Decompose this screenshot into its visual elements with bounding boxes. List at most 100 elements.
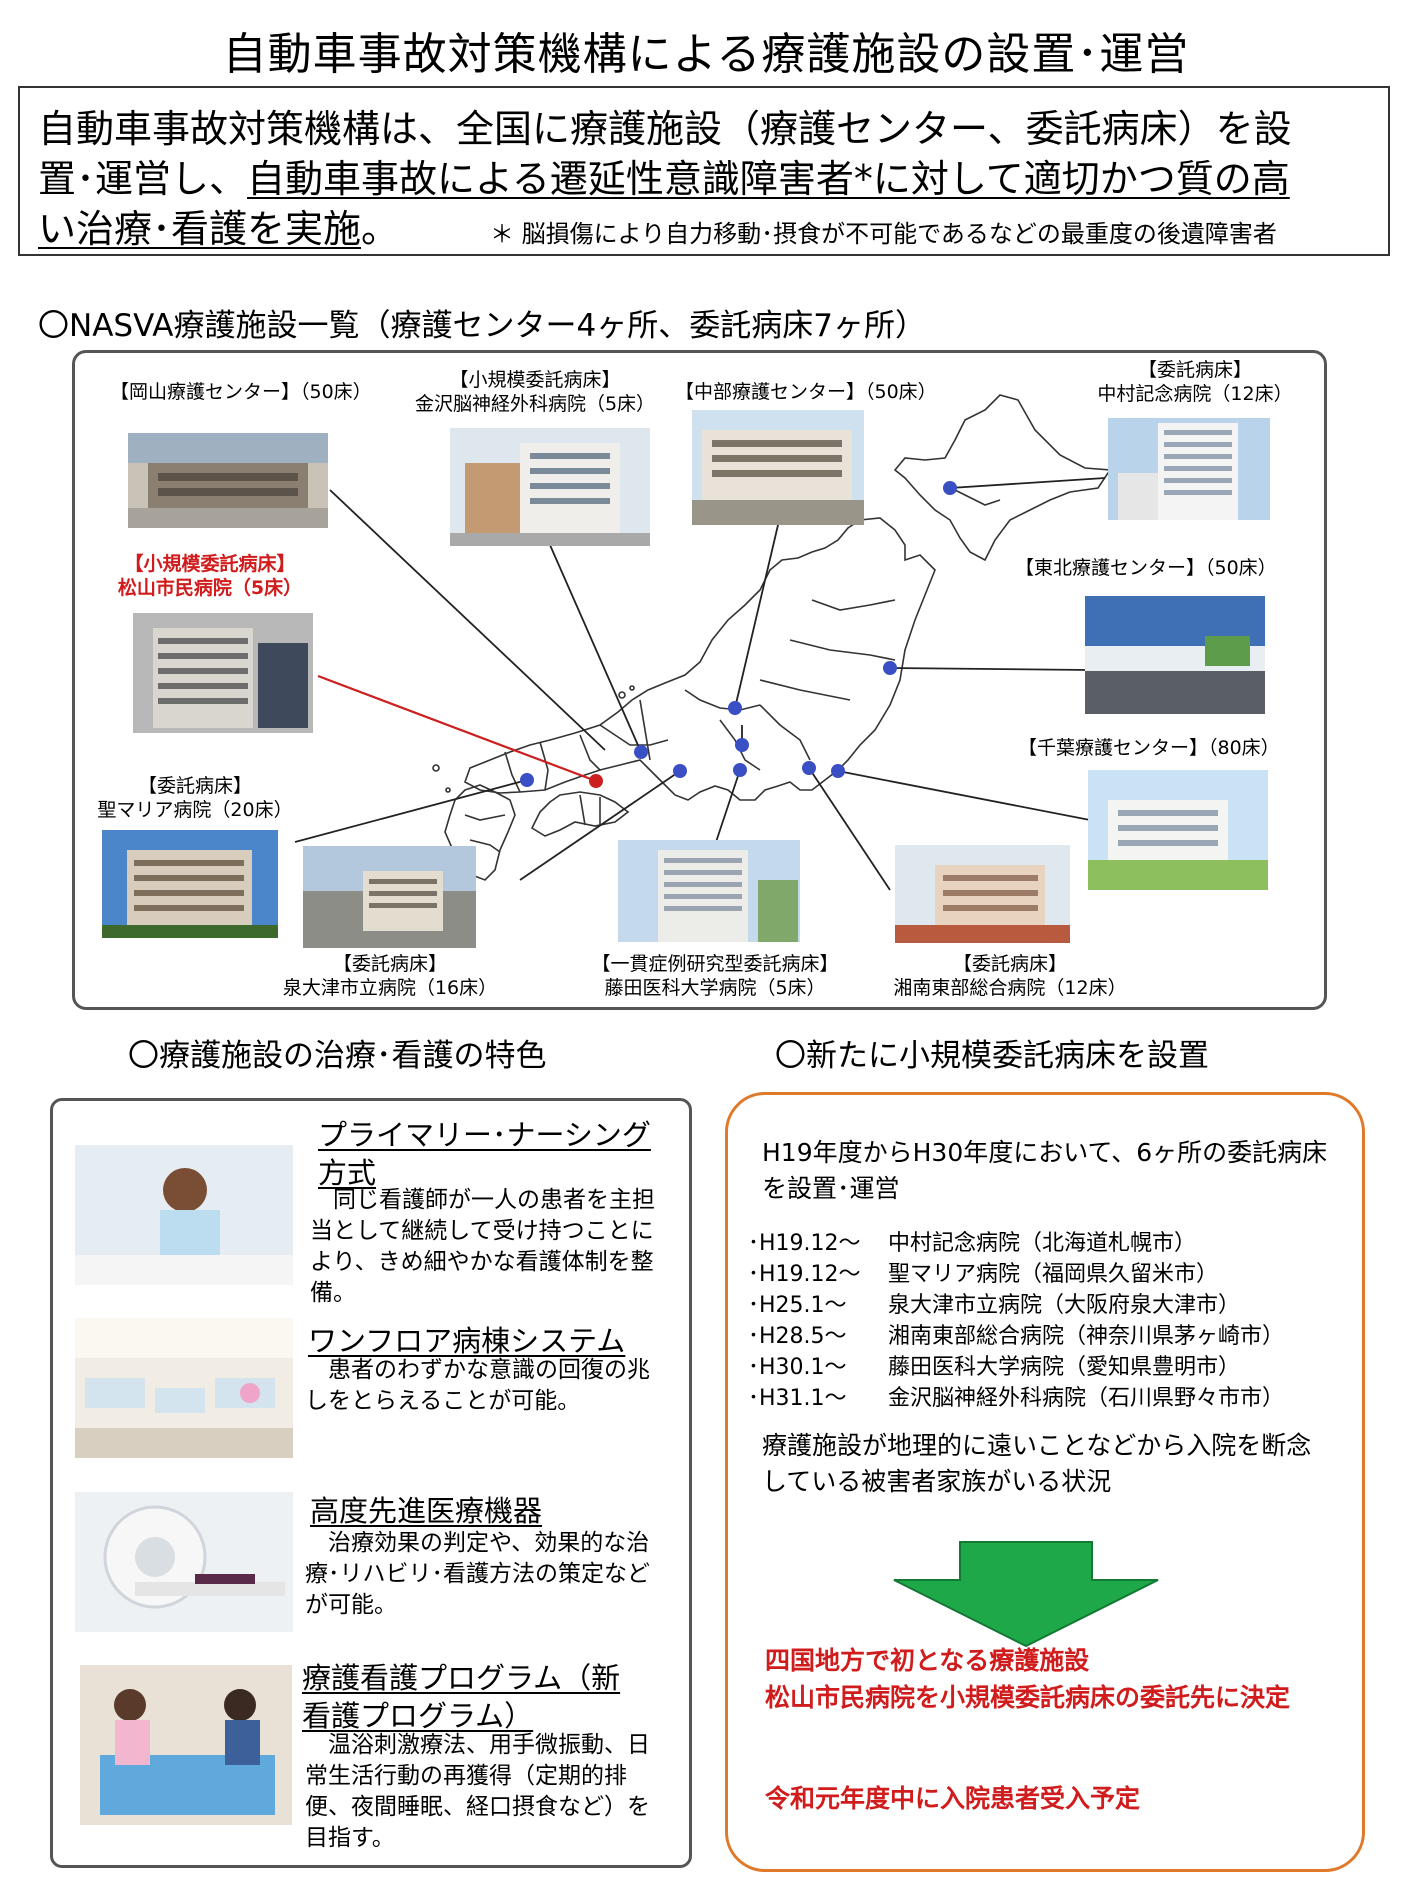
photo-advanced-equipment — [75, 1492, 293, 1632]
label-izumiotsu-name: 泉大津市立病院（16床） — [282, 977, 498, 999]
label-kanazawa-name: 金沢脳神経外科病院（5床） — [414, 393, 656, 415]
photo-matsuyama-hospital — [133, 613, 313, 733]
summary-line-1: 自動車事故対策機構は、全国に療護施設（療護センター、委託病床）を設 — [38, 107, 1292, 151]
list-item-name: 藤田医科大学病院（愛知県豊明市） — [888, 1355, 1241, 1380]
label-seimaria: 【委託病床】 聖マリア病院（20床） — [95, 774, 295, 822]
photo-okayama-center — [128, 433, 328, 528]
feature-3-heading: 高度先進医療機器 — [310, 1494, 543, 1528]
feature-1-heading-2: 方式 — [318, 1156, 377, 1190]
marker-izumiotsu — [673, 764, 687, 778]
marker-chiba — [831, 764, 845, 778]
photo-chubu-center — [692, 410, 864, 525]
japan-map — [294, 394, 1112, 891]
feature-3-text: 治療効果の判定や、効果的な治療･リハビリ･看護方法の策定などが可能。 — [305, 1530, 650, 1618]
new-beds-list: ･H19.12～ 中村記念病院（北海道札幌市） ･H19.12～ 聖マリア病院（福岡… — [748, 1228, 1284, 1414]
features-box — [50, 1098, 692, 1868]
feature-1-heading-1: プライマリー･ナーシング — [318, 1118, 651, 1152]
label-seimaria-name: 聖マリア病院（20床） — [97, 799, 293, 821]
photo-tohoku-center — [1085, 596, 1265, 714]
marker-chubu — [735, 738, 749, 752]
new-beds-plan: 令和元年度中に入院患者受入予定 — [765, 1784, 1141, 1813]
photo-izumiotsu-hospital — [303, 846, 476, 948]
feature-1-text: 同じ看護師が一人の患者を主担当として継続して受け持つことにより、きめ細やかな看護… — [310, 1187, 655, 1306]
summary-line-3-end: 。 — [361, 207, 400, 251]
label-chubu: 【中部療護センター】（50床） — [675, 381, 937, 403]
label-shonan-name: 湘南東部総合病院（12床） — [893, 977, 1127, 999]
list-item-name: 聖マリア病院（福岡県久留米市） — [888, 1262, 1219, 1287]
label-fujita: 【一貫症例研究型委託病床】 藤田医科大学病院（5床） — [565, 952, 865, 1000]
marker-kanazawa — [728, 701, 742, 715]
label-tohoku: 【東北療護センター】（50床） — [1015, 557, 1277, 579]
new-beds-box — [725, 1092, 1365, 1872]
list-item: ･H19.12～ 中村記念病院（北海道札幌市） — [748, 1228, 1284, 1259]
connector-lines — [294, 477, 1106, 891]
new-beds-section-title: 〇新たに小規模委託病床を設置 — [775, 1038, 1209, 1074]
photo-fujita-hospital — [618, 840, 800, 942]
summary-footnote: ＊ 脳損傷により自力移動･摂食が不可能であるなどの最重度の後遺障害者 — [490, 220, 1277, 248]
feature-2-heading: ワンフロア病棟システム — [308, 1324, 626, 1358]
marker-nakamura — [943, 481, 957, 495]
label-izumiotsu-type: 【委託病床】 — [332, 953, 447, 975]
photo-nursing-program — [80, 1665, 292, 1825]
label-nakamura-type: 【委託病床】 — [1137, 359, 1252, 381]
decision-line-2: 松山市民病院を小規模委託病床の委託先に決定 — [765, 1683, 1291, 1712]
list-item-date: ･H30.1～ — [748, 1355, 847, 1380]
feature-4-heading-1: 療護看護プログラム（新 — [302, 1661, 621, 1695]
map-section-title: 〇NASVA療護施設一覧（療護センター4ヶ所、委託病床7ヶ所） — [38, 308, 926, 344]
facility-markers — [520, 481, 957, 787]
summary-box: 自動車事故対策機構は、全国に療護施設（療護センター、委託病床）を設 置･運営し、… — [18, 86, 1390, 256]
matsuyama-connector-line — [317, 674, 597, 783]
list-item-name: 湘南東部総合病院（神奈川県茅ヶ崎市） — [888, 1324, 1285, 1349]
summary-line-2-underlined: 自動車事故による遷延性意識障害者*に対して適切かつ質の高 — [247, 157, 1290, 201]
feature-2-text: 患者のわずかな意識の回復の兆しをとらえることが可能。 — [305, 1357, 650, 1414]
label-fujita-type: 【一貫症例研究型委託病床】 — [591, 953, 839, 975]
list-item: ･H19.12～ 聖マリア病院（福岡県久留米市） — [748, 1259, 1284, 1290]
new-beds-decision: 四国地方で初となる療護施設 松山市民病院を小規模委託病床の委託先に決定 — [765, 1642, 1325, 1716]
label-shonan: 【委託病床】 湘南東部総合病院（12床） — [880, 952, 1140, 1000]
summary-line-2-plain: 置･運営し、 — [38, 157, 248, 201]
photo-nakamura-hospital — [1108, 418, 1270, 520]
label-okayama: 【岡山療護センター】（50床） — [110, 381, 372, 403]
features-section-title: 〇療護施設の治療･看護の特色 — [128, 1038, 547, 1074]
marker-shonan — [802, 761, 816, 775]
label-matsuyama: 【小規模委託病床】 松山市民病院（5床） — [110, 552, 310, 600]
new-beds-situation: 療護施設が地理的に遠いことなどから入院を断念している被害者家族がいる状況 — [762, 1431, 1312, 1496]
summary-line-3-underlined: い治療･看護を実施 — [38, 207, 362, 251]
label-seimaria-type: 【委託病床】 — [137, 775, 252, 797]
label-fujita-name: 藤田医科大学病院（5床） — [604, 977, 826, 999]
list-item: ･H28.5～ 湘南東部総合病院（神奈川県茅ヶ崎市） — [748, 1321, 1284, 1352]
list-item-date: ･H19.12～ — [748, 1231, 861, 1256]
list-item: ･H31.1～金沢脳神経外科病院（石川県野々市市） — [748, 1383, 1284, 1414]
list-item: ･H30.1～ 藤田医科大学病院（愛知県豊明市） — [748, 1352, 1284, 1383]
label-matsuyama-type: 【小規模委託病床】 — [124, 553, 296, 575]
list-item-name: 中村記念病院（北海道札幌市） — [888, 1231, 1197, 1256]
photo-primary-nursing — [75, 1145, 293, 1285]
page-title: 自動車事故対策機構による療護施設の設置･運営 — [222, 29, 1190, 80]
list-item-date: ･H25.1～ — [748, 1293, 847, 1318]
feature-4-text: 温浴刺激療法、用手微振動、日常生活行動の再獲得（定期的排便、夜間睡眠、経口摂食な… — [305, 1732, 650, 1851]
list-item-name: 泉大津市立病院（大阪府泉大津市） — [888, 1293, 1241, 1318]
feature-4-heading-2: 看護プログラム） — [302, 1699, 534, 1733]
summary-line-2: 置･運営し、自動車事故による遷延性意識障害者*に対して適切かつ質の高 — [38, 148, 1290, 203]
list-item-date: ･H28.5～ — [748, 1324, 847, 1349]
photo-seimaria-hospital — [102, 830, 278, 938]
photo-kanazawa-hospital — [450, 428, 650, 546]
decision-line-1: 四国地方で初となる療護施設 — [765, 1646, 1090, 1675]
marker-tohoku — [883, 661, 897, 675]
facility-map-box — [72, 350, 1327, 1010]
marker-okayama — [634, 745, 648, 759]
marker-matsuyama — [589, 774, 603, 788]
label-izumiotsu: 【委託病床】 泉大津市立病院（16床） — [270, 952, 510, 1000]
new-beds-intro: H19年度からH30年度において、6ヶ所の委託病床を設置･運営 — [762, 1138, 1328, 1203]
label-kanazawa: 【小規模委託病床】 金沢脳神経外科病院（5床） — [400, 368, 670, 416]
photo-shonan-hospital — [895, 845, 1070, 943]
marker-seimaria — [520, 773, 534, 787]
label-shonan-type: 【委託病床】 — [952, 953, 1067, 975]
label-chiba: 【千葉療護センター】（80床） — [1018, 737, 1280, 759]
label-nakamura-name: 中村記念病院（12床） — [1097, 383, 1293, 405]
list-item: ･H25.1～ 泉大津市立病院（大阪府泉大津市） — [748, 1290, 1284, 1321]
marker-fujita — [733, 763, 747, 777]
label-kanazawa-type: 【小規模委託病床】 — [449, 369, 621, 391]
down-arrow-icon — [893, 1541, 1159, 1648]
list-item-date: ･H19.12～ — [748, 1262, 861, 1287]
